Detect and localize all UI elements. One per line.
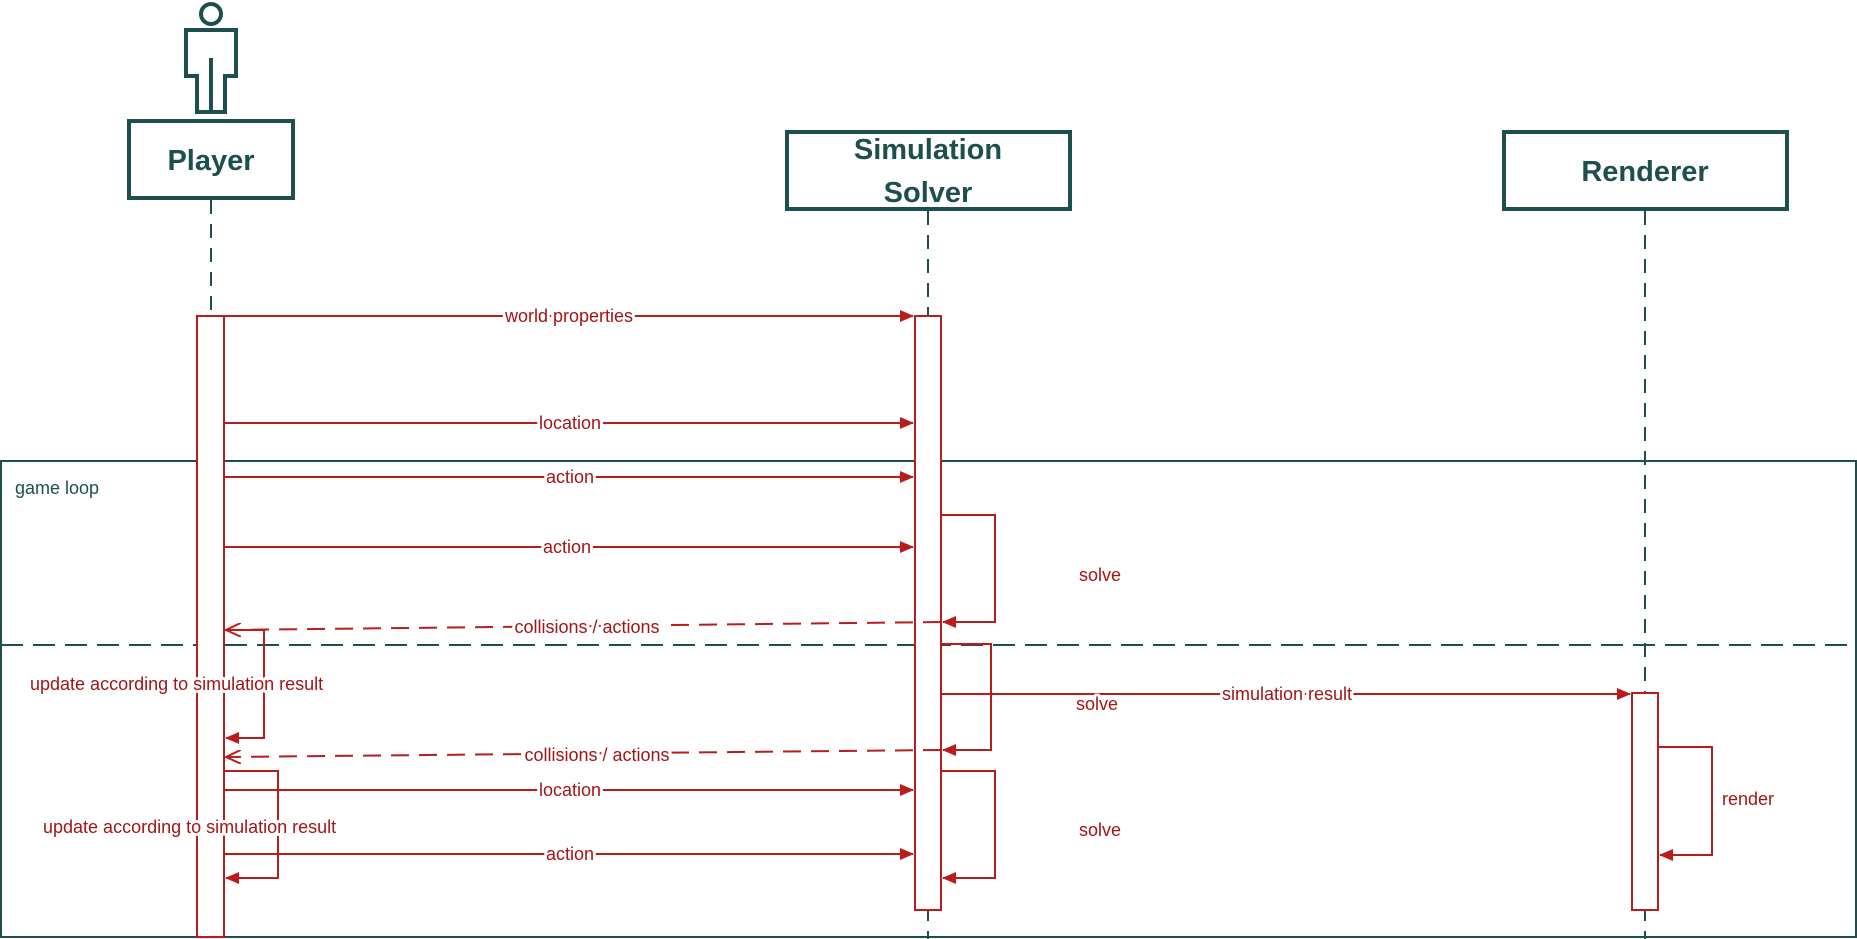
self-message-update-label-2: update according to simulation result [43, 817, 336, 837]
messages [224, 310, 1631, 860]
message-action-label-2: action [543, 537, 591, 557]
activation-simulation-solver [914, 315, 942, 911]
self-message-update-2 [224, 770, 279, 884]
message-location-label: location [539, 413, 601, 433]
participant-simulation-solver-label-line1: Simulation [854, 134, 1002, 166]
player-actor-icon [184, 2, 238, 114]
fragment-label: game loop [15, 478, 99, 498]
participant-simulation-solver[interactable]: Simulation Solver [785, 130, 1072, 211]
activation-player [196, 315, 225, 938]
participant-player[interactable]: Player [127, 119, 295, 200]
message-simulation-result-label: simulation result [1222, 684, 1352, 704]
message-location-label-2: location [539, 780, 601, 800]
message-collisions-actions-label-2: collisions / actions [524, 745, 669, 765]
message-collisions-actions-arrow [226, 621, 942, 630]
self-message-solve-1 [941, 514, 996, 628]
participant-renderer-label: Renderer [1581, 156, 1708, 188]
message-world-properties-label: world properties [504, 306, 633, 326]
participant-renderer[interactable]: Renderer [1502, 130, 1789, 211]
self-message-solve-label-3: solve [1079, 820, 1121, 840]
self-messages [224, 514, 1713, 884]
message-collisions-actions-arrow-2 [226, 749, 942, 757]
self-message-update-1 [224, 629, 265, 744]
participant-player-label: Player [167, 145, 254, 177]
message-action-label-3: action [546, 844, 594, 864]
self-message-solve-2 [941, 643, 992, 756]
self-message-update-label-1: update according to simulation result [30, 674, 323, 694]
activations [196, 315, 1659, 938]
self-message-render-label: render [1722, 789, 1774, 809]
self-message-render [1658, 746, 1713, 861]
activation-renderer [1631, 692, 1659, 911]
participant-simulation-solver-label-line2: Solver [884, 177, 973, 209]
self-message-solve-3 [941, 770, 996, 884]
self-message-solve-label-2: solve [1076, 694, 1118, 714]
self-message-solve-label-1: solve [1079, 565, 1121, 585]
message-action-label: action [546, 467, 594, 487]
message-collisions-actions-label: collisions / actions [514, 617, 659, 637]
